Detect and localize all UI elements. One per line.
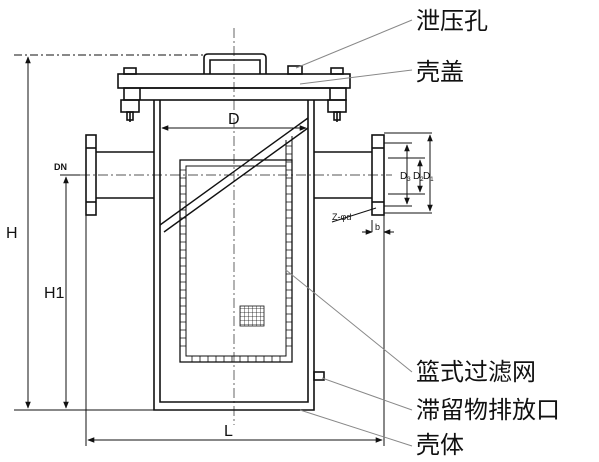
callout-drain-outlet: 滞留物排放口	[416, 396, 560, 424]
dim-label-b: b	[375, 222, 380, 232]
callout-basket-screen: 篮式过滤网	[416, 358, 536, 386]
callout-shell: 壳体	[416, 431, 464, 459]
center-lines	[80, 28, 392, 425]
dimension-lines	[14, 54, 433, 446]
dim-label-D2: D2	[413, 171, 424, 183]
dim-label-L: L	[224, 423, 233, 440]
dim-label-D: D	[228, 111, 240, 128]
dim-label-D3: D3	[400, 171, 411, 183]
callout-cover: 壳盖	[416, 58, 464, 86]
basket-filter	[159, 117, 309, 363]
dim-label-D1: D1	[423, 171, 434, 183]
vessel-shell	[85, 100, 385, 411]
dim-label-H1: H1	[44, 285, 65, 302]
callout-leaders	[285, 19, 413, 447]
dim-label-H: H	[6, 225, 18, 242]
dim-label-DN: DN	[54, 162, 67, 172]
callout-vent-hole: 泄压孔	[416, 7, 488, 35]
cover	[117, 53, 351, 122]
dim-label-bolt-holes: Z-φd	[332, 212, 351, 222]
